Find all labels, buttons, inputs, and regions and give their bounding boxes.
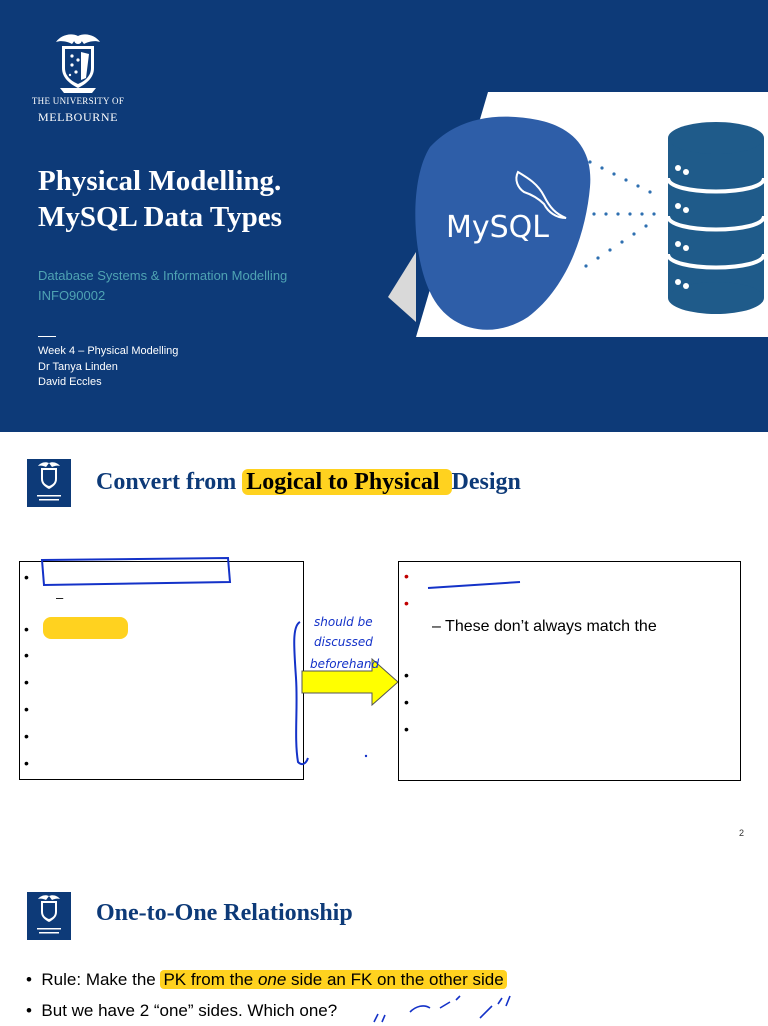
right-bullet: • bbox=[404, 667, 409, 683]
convert-slide: Convert from Logical to Physical Design … bbox=[0, 432, 768, 846]
heading-pre: Convert from bbox=[96, 469, 243, 495]
author-2: David Eccles bbox=[38, 376, 102, 388]
database-icon bbox=[666, 122, 766, 314]
svg-text:should be: should be bbox=[314, 615, 373, 629]
mysql-label: MySQL bbox=[446, 210, 549, 245]
svg-text:beforehand: beforehand bbox=[310, 657, 379, 671]
title-line-1: Physical Modelling. bbox=[38, 165, 282, 197]
handwritten-underline bbox=[427, 581, 521, 589]
lecture-meta: Week 4 – Physical Modelling Dr Tanya Lin… bbox=[38, 344, 178, 391]
left-bullet: • bbox=[24, 701, 29, 717]
left-bullet: • bbox=[24, 728, 29, 744]
left-sub-dash: – bbox=[56, 590, 64, 605]
svg-text:discussed: discussed bbox=[314, 635, 373, 649]
slide-heading: One-to-One Relationship bbox=[96, 900, 353, 926]
left-bullet: • bbox=[24, 674, 29, 690]
subject-info: Database Systems & Information Modelling… bbox=[38, 266, 287, 306]
handwritten-note: should be discussed beforehand bbox=[293, 615, 379, 766]
subject-code: INFO90002 bbox=[38, 288, 106, 303]
university-logo-small bbox=[27, 459, 71, 507]
title-line-2: MySQL Data Types bbox=[38, 201, 282, 233]
dolphin-icon bbox=[515, 170, 567, 219]
list-item: • Rule: Make the PK from the one side an… bbox=[26, 964, 507, 995]
university-logo-small bbox=[27, 892, 71, 940]
one-to-one-slide: One-to-One Relationship • Rule: Make the… bbox=[0, 856, 768, 1024]
slide-heading: Convert from Logical to Physical Design bbox=[96, 469, 521, 496]
university-crest-icon bbox=[26, 30, 130, 96]
heading-highlight: Logical to Physical bbox=[242, 469, 452, 495]
author-1: Dr Tanya Linden bbox=[38, 360, 118, 373]
subject-name: Database Systems & Information Modelling bbox=[38, 268, 288, 283]
heading-post: Design bbox=[451, 469, 521, 495]
right-bullet: • bbox=[404, 568, 409, 584]
arrow-right-icon bbox=[301, 657, 399, 707]
left-bullet: • bbox=[24, 755, 29, 771]
highlight-mark bbox=[43, 617, 128, 639]
handwritten-scribble bbox=[373, 995, 511, 1023]
right-sub-text: – These don’t always match the bbox=[432, 618, 657, 635]
mysql-database-graphic: MySQL bbox=[388, 92, 768, 337]
week-label: Week 4 – Physical Modelling bbox=[38, 345, 179, 357]
list-item: • But we have 2 “one” sides. Which one? bbox=[26, 1001, 338, 1020]
left-bullet: • bbox=[24, 647, 29, 663]
logical-design-box bbox=[19, 561, 304, 780]
university-crest-icon bbox=[37, 895, 61, 934]
slide-title: Physical Modelling. MySQL Data Types bbox=[38, 163, 282, 235]
right-bullet: • bbox=[404, 721, 409, 737]
logo-text-melbourne: MELBOURNE bbox=[37, 110, 119, 124]
rule-highlight: PK from the one side an FK on the other … bbox=[160, 970, 507, 989]
university-crest-icon bbox=[37, 462, 61, 501]
university-logo: THE UNIVERSITY OF MELBOURNE bbox=[26, 30, 130, 130]
handwritten-box-annotation bbox=[40, 556, 232, 587]
rule-list: • Rule: Make the PK from the one side an… bbox=[26, 964, 507, 1026]
divider-line bbox=[38, 336, 56, 337]
title-slide: THE UNIVERSITY OF MELBOURNE Physical Mod… bbox=[0, 0, 768, 432]
mysql-blob-shape bbox=[415, 116, 591, 330]
right-bullet: • bbox=[404, 595, 409, 611]
physical-design-box bbox=[398, 561, 741, 781]
left-bullet: • bbox=[24, 621, 29, 637]
logo-text-university: THE UNIVERSITY OF bbox=[31, 96, 125, 106]
left-bullet: • bbox=[24, 569, 29, 585]
right-bullet: • bbox=[404, 694, 409, 710]
page-number: 2 bbox=[738, 828, 744, 838]
